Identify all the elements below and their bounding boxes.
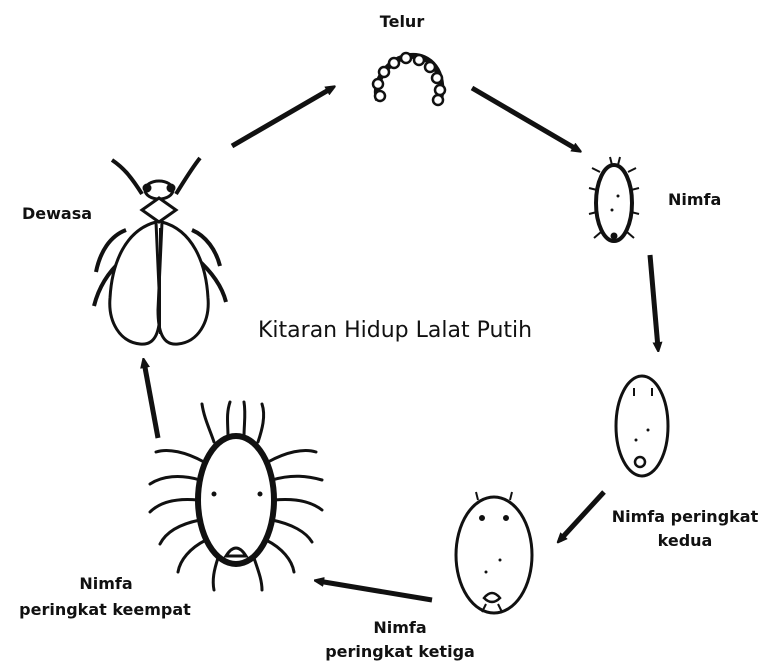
adult-whitefly-illustration [94, 158, 226, 344]
arrow-nymph4-to-adult [144, 362, 158, 438]
third-nymph-illustration [456, 492, 532, 613]
label-nymph: Nimfa [668, 190, 721, 210]
label-third-nymph-line2: peringkat ketiga [318, 642, 482, 662]
arrow-nymph-to-nymph2 [650, 255, 658, 348]
label-second-nymph: Nimfa peringkat kedua [600, 505, 770, 553]
label-third-nymph-line1: Nimfa [330, 618, 470, 638]
label-fourth-nymph-line2: peringkat keempat [10, 600, 200, 620]
label-fourth-nymph-line1: Nimfa [36, 574, 176, 594]
second-nymph-illustration [616, 376, 668, 476]
fourth-nymph-illustration [150, 402, 322, 590]
arrow-egg-to-nymph [472, 88, 578, 150]
label-egg: Telur [362, 12, 442, 32]
arrow-nymph2-to-nymph3 [560, 492, 604, 540]
first-nymph-illustration [589, 157, 639, 241]
diagram-title: Kitaran Hidup Lalat Putih [258, 318, 532, 343]
label-adult: Dewasa [22, 204, 92, 224]
arrow-adult-to-egg [232, 88, 332, 146]
arrow-nymph3-to-nymph4 [318, 581, 432, 600]
egg-cluster-illustration [373, 53, 445, 105]
